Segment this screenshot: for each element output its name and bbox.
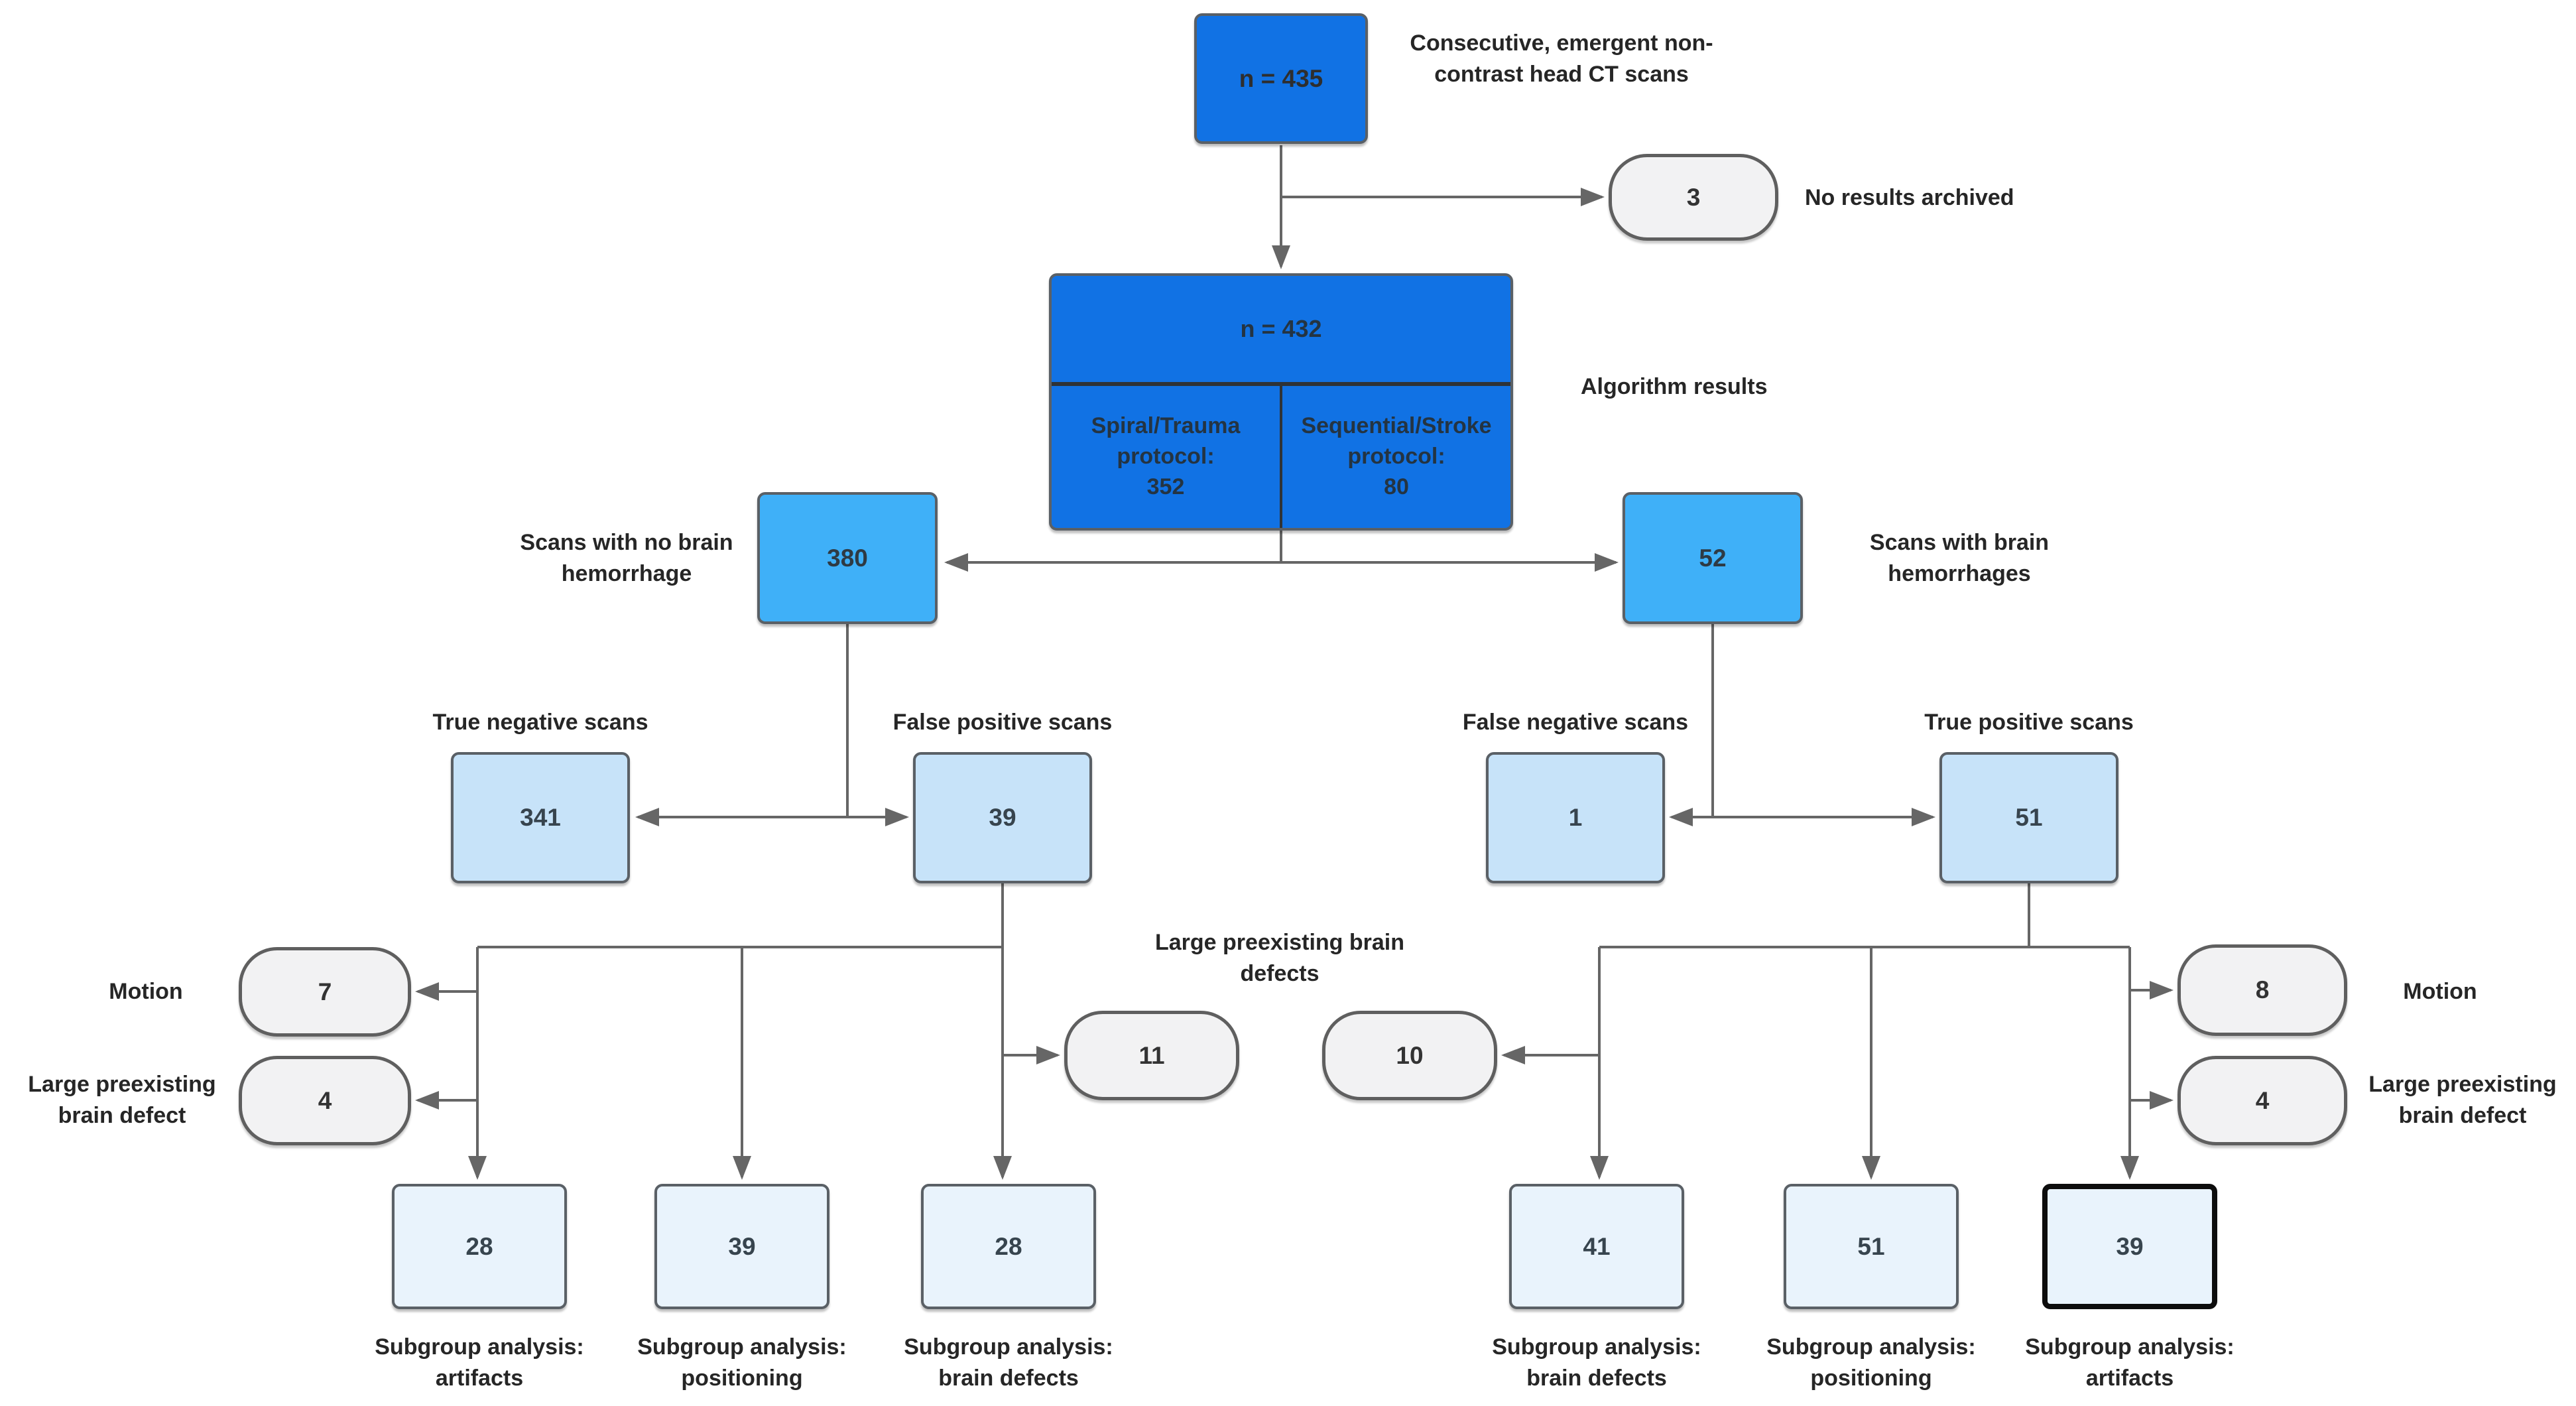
fp-large-defect-value: 4 xyxy=(318,1086,332,1114)
total-scans-value: n = 435 xyxy=(1239,64,1323,92)
fp-motion-label: Motion xyxy=(109,979,183,1004)
subgroup-brain-defects-right-label: Subgroup analysis: brain defects xyxy=(1492,1334,1701,1391)
no-hemorrhage-value: 380 xyxy=(827,544,868,572)
no-results-pill: 3 xyxy=(1609,154,1778,241)
no-hemorrhage-box: 380 xyxy=(757,492,938,624)
spiral-protocol-label: Spiral/Trauma protocol: xyxy=(1091,413,1241,470)
tp-motion-label: Motion xyxy=(2403,979,2477,1004)
large-defects-label: Large preexisting brain defects xyxy=(1155,930,1404,986)
subgroup-positioning-right-label: Subgroup analysis: positioning xyxy=(1766,1334,1976,1391)
subgroup-brain-defects-right-box: 41 xyxy=(1509,1184,1684,1309)
fp-large-defect-label: Large preexisting brain defect xyxy=(28,1072,216,1128)
tp-large-defect-value: 4 xyxy=(2255,1086,2270,1114)
subgroup-artifacts-right-label: Subgroup analysis: artifacts xyxy=(2025,1334,2235,1391)
spiral-protocol-cell: Spiral/Trauma protocol: 352 xyxy=(1052,386,1280,528)
subgroup-artifacts-right-box: 39 xyxy=(2042,1184,2217,1309)
subgroup-positioning-left-box: 39 xyxy=(654,1184,829,1309)
subgroup-artifacts-left-label: Subgroup analysis: artifacts xyxy=(375,1334,584,1391)
true-negative-value: 341 xyxy=(520,804,561,831)
true-negative-box: 341 xyxy=(451,752,630,883)
false-positive-label: False positive scans xyxy=(892,710,1113,735)
subgroup-brain-defects-right-value: 41 xyxy=(1583,1232,1611,1260)
tp-motion-value: 8 xyxy=(2255,976,2270,1003)
algorithm-results-box: n = 432 Spiral/Trauma protocol: 352 Sequ… xyxy=(1049,273,1513,531)
false-positive-box: 39 xyxy=(913,752,1092,883)
subgroup-positioning-left-value: 39 xyxy=(728,1232,756,1260)
sequential-protocol-cell: Sequential/Stroke protocol: 80 xyxy=(1280,386,1510,528)
subgroup-brain-defects-left-label: Subgroup analysis: brain defects xyxy=(904,1334,1113,1391)
sequential-protocol-label: Sequential/Stroke protocol: xyxy=(1301,413,1492,470)
total-scans-label: Consecutive, emergent non-contrast head … xyxy=(1410,31,1713,87)
algorithm-results-label: Algorithm results xyxy=(1581,374,1768,399)
tp-large-defect-pill: 4 xyxy=(2177,1056,2347,1145)
subgroup-brain-defects-left-box: 28 xyxy=(921,1184,1096,1309)
subgroup-artifacts-right-value: 39 xyxy=(2116,1232,2144,1260)
tp-large-defects-pill: 10 xyxy=(1322,1011,1497,1100)
total-scans-box: n = 435 xyxy=(1194,13,1368,144)
fp-large-defects-value: 11 xyxy=(1138,1041,1165,1069)
true-positive-box: 51 xyxy=(1939,752,2118,883)
subgroup-artifacts-left-box: 28 xyxy=(392,1184,567,1309)
hemorrhage-label: Scans with brain hemorrhages xyxy=(1869,530,2050,586)
false-negative-box: 1 xyxy=(1486,752,1665,883)
true-positive-label: True positive scans xyxy=(1924,710,2134,735)
algorithm-total-value: n = 432 xyxy=(1240,315,1322,342)
fp-large-defect-pill: 4 xyxy=(239,1056,411,1145)
tp-large-defects-value: 10 xyxy=(1396,1041,1424,1069)
no-results-label: No results archived xyxy=(1805,185,2014,210)
fp-motion-value: 7 xyxy=(318,978,332,1005)
true-positive-value: 51 xyxy=(2015,804,2043,831)
fp-large-defects-pill: 11 xyxy=(1064,1011,1239,1100)
subgroup-positioning-left-label: Subgroup analysis: positioning xyxy=(637,1334,847,1391)
false-negative-value: 1 xyxy=(1568,804,1583,831)
subgroup-positioning-right-box: 51 xyxy=(1784,1184,1959,1309)
subgroup-artifacts-left-value: 28 xyxy=(465,1232,493,1260)
no-results-value: 3 xyxy=(1686,183,1701,211)
tp-motion-pill: 8 xyxy=(2177,944,2347,1036)
hemorrhage-value: 52 xyxy=(1699,544,1727,572)
false-negative-label: False negative scans xyxy=(1462,710,1689,735)
tp-large-defect-label: Large preexisting brain defect xyxy=(2368,1072,2557,1128)
true-negative-label: True negative scans xyxy=(432,710,648,735)
sequential-protocol-value: 80 xyxy=(1384,474,1409,499)
spiral-protocol-value: 352 xyxy=(1146,474,1185,499)
fp-motion-pill: 7 xyxy=(239,947,411,1037)
no-hemorrhage-label: Scans with no brain hemorrhage xyxy=(520,530,733,586)
subgroup-brain-defects-left-value: 28 xyxy=(995,1232,1022,1260)
subgroup-positioning-right-value: 51 xyxy=(1857,1232,1885,1260)
hemorrhage-box: 52 xyxy=(1623,492,1803,624)
false-positive-value: 39 xyxy=(989,804,1016,831)
